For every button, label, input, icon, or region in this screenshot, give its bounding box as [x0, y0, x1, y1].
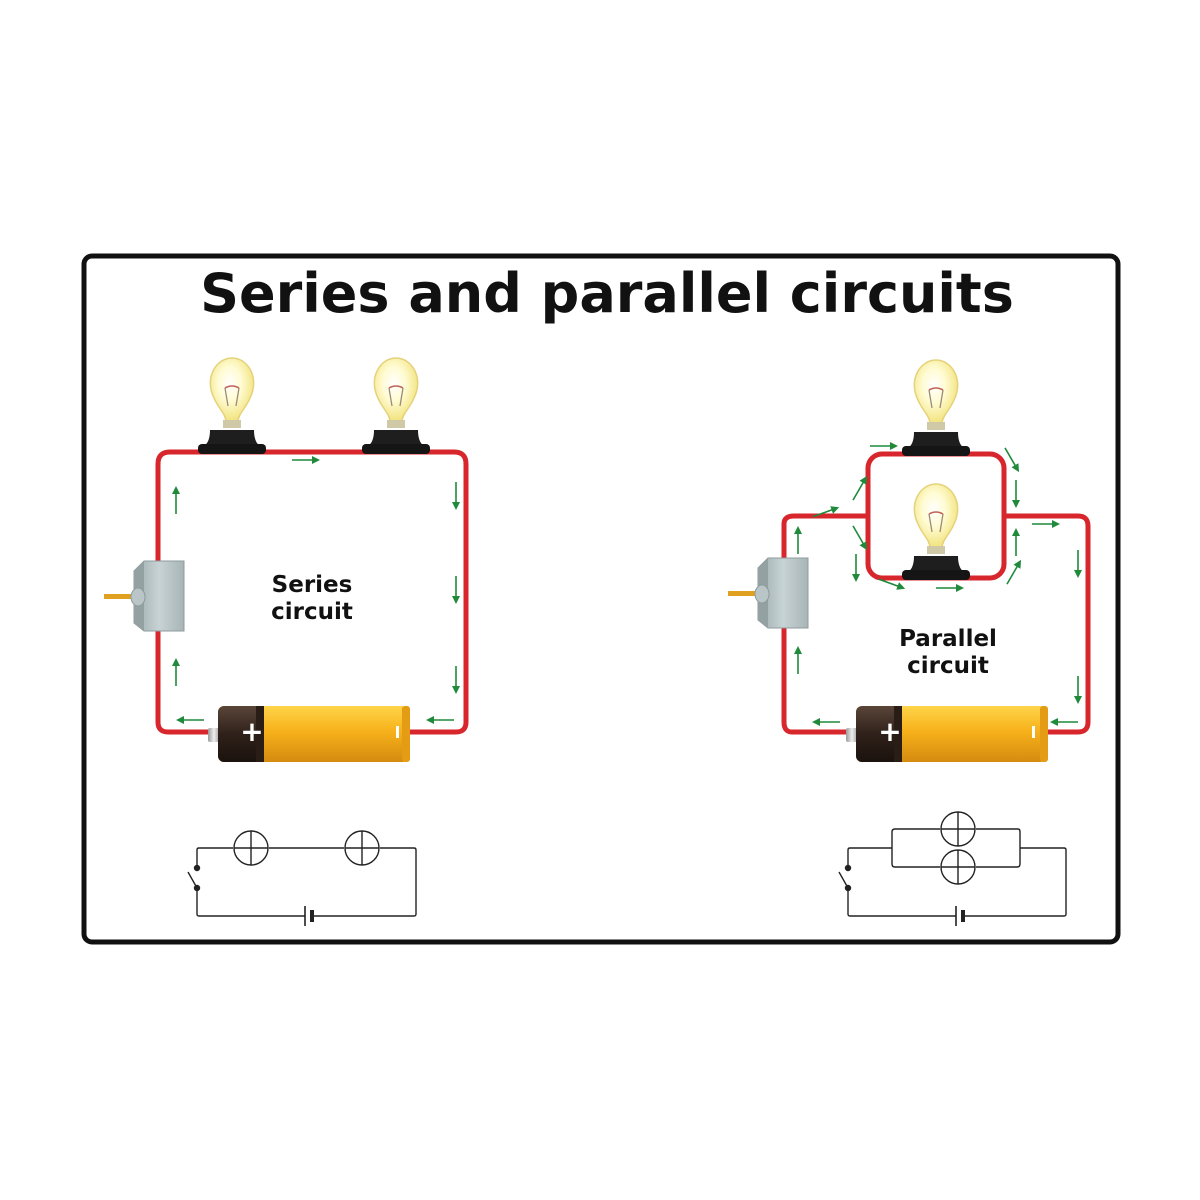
svg-text:+: + [240, 715, 263, 748]
parallel-label-line1: Parallel [899, 626, 997, 652]
poster-frame [81, 253, 1121, 945]
schematic-battery-icon [304, 906, 314, 926]
series-circuit: + Series circuit [103, 357, 469, 762]
series-battery-minus [396, 726, 399, 738]
series-schematic [187, 830, 417, 926]
parallel-battery-plus: + [878, 715, 901, 748]
series-battery-icon [208, 706, 410, 762]
page-title: Series and parallel circuits [200, 262, 1014, 325]
parallel-battery-minus [1032, 726, 1035, 738]
parallel-battery-icon [846, 706, 1048, 762]
schematic-switch-icon [187, 864, 201, 892]
schematic-battery-icon [955, 906, 965, 926]
schematic-bulb-icon [233, 830, 269, 866]
parallel-circuit: + Parallel circuit [727, 359, 1091, 762]
svg-text:+: + [878, 715, 901, 748]
series-battery-plus: + [240, 715, 263, 748]
series-label-line1: Series [272, 572, 353, 598]
series-label-line2: circuit [271, 599, 353, 625]
parallel-label-line2: circuit [907, 653, 989, 679]
schematic-switch-icon [838, 864, 852, 892]
parallel-schematic [838, 811, 1067, 926]
schematic-bulb-icon [940, 811, 976, 847]
schematic-bulb-icon [940, 849, 976, 885]
schematic-bulb-icon [344, 830, 380, 866]
series-wire [155, 449, 469, 735]
